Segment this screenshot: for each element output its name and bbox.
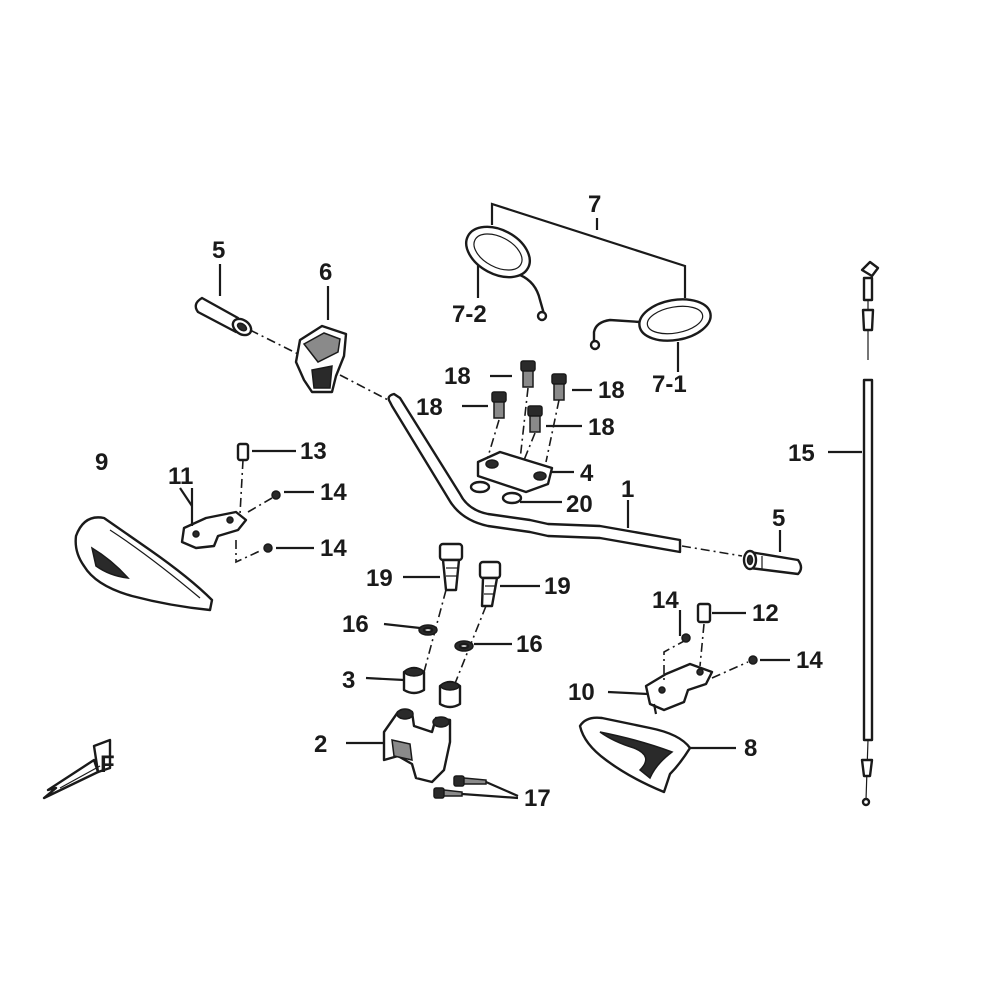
right-hand-guard [578, 716, 692, 794]
callout-11: 11 [168, 463, 193, 490]
right-grip [742, 549, 803, 576]
callout-5-left: 5 [212, 237, 225, 264]
upper-clamp [476, 450, 554, 494]
rubber-bushings [402, 666, 462, 709]
left-mirror [465, 225, 548, 322]
callout-18-b: 18 [598, 377, 625, 404]
front-mark-letter: F [100, 751, 115, 778]
callout-18-c: 18 [416, 394, 443, 421]
holder-mounting-bolts [433, 775, 487, 799]
callout-20: 20 [566, 491, 593, 518]
callout-1: 1 [621, 476, 634, 503]
lower-holder-bolts [438, 542, 502, 608]
callout-10: 10 [568, 679, 595, 706]
callout-18-a: 18 [444, 363, 471, 390]
right-cover-bracket [644, 662, 714, 715]
callout-16-a: 16 [342, 611, 369, 638]
callout-18-d: 18 [588, 414, 615, 441]
front-direction-marker: F [42, 738, 115, 800]
left-bracket-nuts [263, 490, 281, 553]
callout-labels: 1 2 3 4 5 5 6 7 7-1 7-2 8 9 10 11 12 13 … [95, 191, 823, 812]
callout-3: 3 [342, 667, 355, 694]
lower-handlebar-holder [382, 708, 452, 784]
callout-16-b: 16 [516, 631, 543, 658]
callout-13: 13 [300, 438, 327, 465]
callout-14-c: 14 [652, 587, 679, 614]
right-bracket-screw [696, 602, 712, 624]
callout-19-b: 19 [544, 573, 571, 600]
mirror-set-bracket [476, 202, 687, 372]
callout-6: 6 [319, 259, 332, 286]
callout-5-right: 5 [772, 505, 785, 532]
throttle-cable [828, 260, 880, 807]
callout-8: 8 [744, 735, 757, 762]
callout-15: 15 [788, 440, 815, 467]
right-bracket-nuts [681, 633, 758, 665]
callout-7-2: 7-2 [452, 301, 487, 328]
callout-12: 12 [752, 600, 779, 627]
right-mirror [589, 298, 712, 351]
upper-clamp-bolts [491, 360, 567, 433]
left-bracket-screw [236, 442, 250, 462]
callout-2: 2 [314, 731, 327, 758]
callout-14-a: 14 [320, 479, 347, 506]
left-cover-bracket [180, 488, 248, 550]
lower-washers [418, 624, 474, 652]
left-hand-guard [74, 516, 214, 612]
callout-9: 9 [95, 449, 108, 476]
clamp-washers [469, 480, 523, 505]
callout-7: 7 [588, 191, 601, 218]
callout-4: 4 [580, 460, 594, 487]
callout-17: 17 [524, 785, 551, 812]
callout-19-a: 19 [366, 565, 393, 592]
left-grip [194, 296, 253, 337]
callout-14-b: 14 [320, 535, 347, 562]
handlebar-tube [387, 392, 682, 554]
callout-7-1: 7-1 [652, 371, 687, 398]
callout-14-d: 14 [796, 647, 823, 674]
leader-lines [179, 264, 790, 750]
throttle-housing [294, 324, 348, 394]
